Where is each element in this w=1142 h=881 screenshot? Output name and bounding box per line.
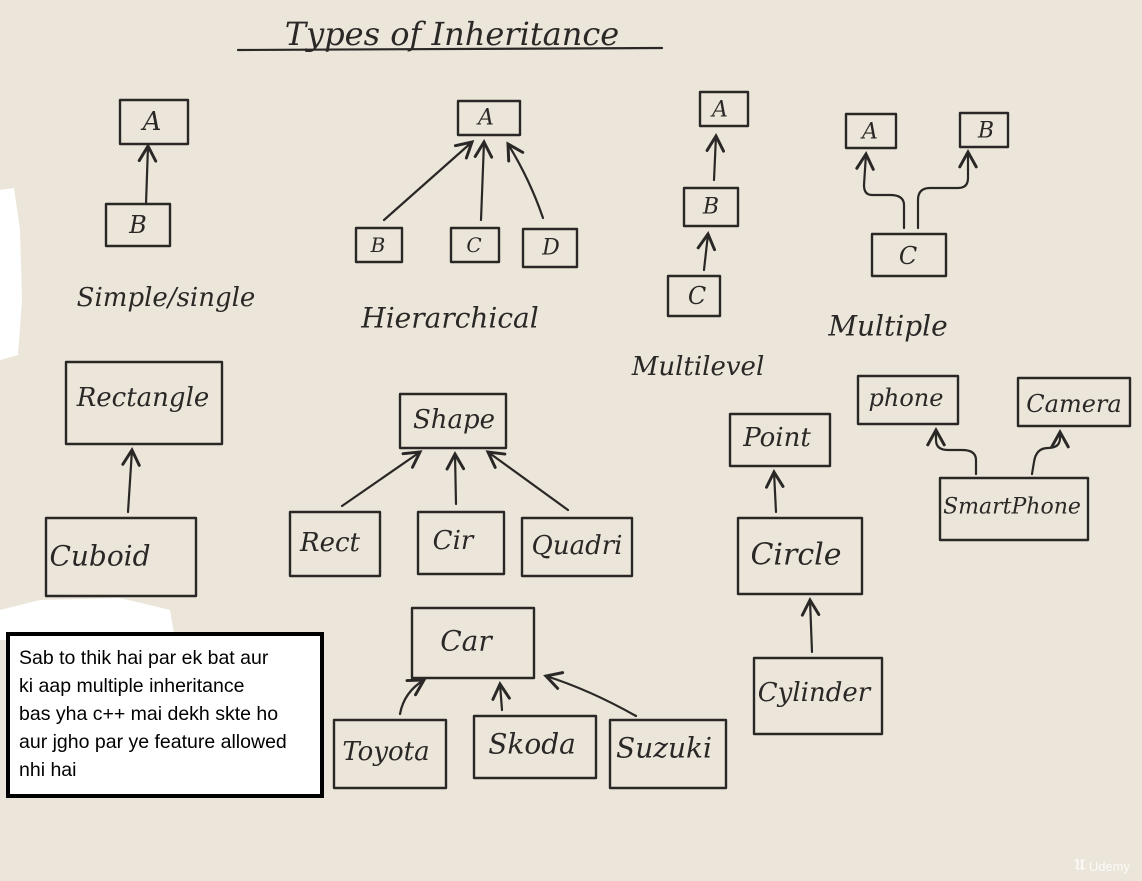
quadri-to-shape-arrow: [485, 450, 570, 512]
multilevel-box-b: [682, 186, 740, 228]
circle-label: Circle: [750, 538, 841, 573]
phone-box: [856, 374, 960, 426]
page-title: Types of Inheritance: [285, 15, 619, 53]
single-arrow: [137, 142, 158, 206]
single-box-b-label: B: [128, 211, 147, 239]
note-line-5: nhi hai: [19, 759, 77, 781]
camera-box: [1016, 376, 1132, 428]
hier-box-c: [449, 226, 501, 264]
multilevel-box-a-label: A: [710, 98, 728, 123]
toyota-label: Toyota: [342, 737, 429, 767]
left-white-patch: [0, 188, 22, 360]
cuboid-box: [44, 516, 198, 598]
hier-box-a-label: A: [476, 106, 494, 131]
note-line-3: bas yha c++ mai dekh skte ho: [19, 703, 279, 725]
suzuki-to-car-arrow: [543, 671, 638, 718]
shape-box: [398, 392, 508, 450]
single-box-b: [104, 202, 172, 248]
rectangle-label: Rectangle: [76, 383, 210, 413]
multiple-box-c: [870, 232, 948, 278]
multilevel-box-c-label: C: [688, 282, 706, 310]
hier-box-d: [521, 227, 579, 269]
hier-arrow-b: [382, 139, 475, 222]
toyota-box: [332, 718, 448, 790]
quadri-box: [520, 516, 634, 578]
multiple-arrow-c-b: [916, 148, 978, 230]
hier-arrow-d: [506, 141, 545, 220]
note-line-1: Sab to thik hai par ek bat aur: [19, 647, 269, 669]
multiple-box-c-label: C: [899, 242, 917, 270]
rect-box: [288, 510, 382, 578]
multilevel-box-b-label: B: [702, 195, 719, 220]
hier-caption: Hierarchical: [360, 302, 538, 335]
bottom-left-white-patch: [0, 598, 175, 640]
multiple-caption: Multiple: [827, 310, 947, 343]
cir-to-shape-arrow: [445, 450, 466, 506]
multiple-box-a-label: A: [860, 120, 878, 145]
toyota-to-car-arrow: [398, 678, 427, 716]
car-label: Car: [440, 625, 493, 658]
note-line-4: aur jgho par ye feature allowed: [19, 731, 287, 753]
note-line-2: ki aap multiple inheritance: [19, 675, 245, 697]
single-box-a-label: A: [141, 107, 162, 137]
single-caption: Simple/single: [77, 283, 256, 313]
cuboid-label: Cuboid: [49, 540, 150, 573]
smartphone-to-camera-arrow: [1030, 428, 1070, 476]
hier-box-a: [456, 99, 522, 137]
udemy-watermark-text: Udemy: [1088, 858, 1130, 874]
circle-to-point-arrow: [765, 468, 785, 514]
suzuki-label: Suzuki: [616, 732, 712, 765]
skoda-label: Skoda: [488, 728, 576, 761]
phone-label: phone: [869, 384, 944, 412]
smartphone-to-phone-arrow: [926, 426, 978, 476]
multilevel-arrow-c-b: [696, 230, 717, 272]
multiple-box-b: [958, 111, 1010, 149]
hier-box-d-label: D: [541, 236, 560, 261]
multiple-arrow-c-a: [855, 150, 906, 230]
multilevel-arrow-b-a: [705, 132, 726, 182]
title-underline: [236, 46, 664, 52]
suzuki-box: [608, 718, 728, 790]
car-box: [410, 606, 536, 680]
rect-label: Rect: [299, 528, 361, 558]
point-label: Point: [742, 423, 811, 453]
cuboid-to-rectangle-arrow: [121, 446, 141, 514]
quadri-label: Quadri: [532, 531, 623, 561]
camera-label: Camera: [1026, 390, 1121, 418]
rectangle-box: [64, 360, 224, 446]
multiple-box-b-label: B: [977, 119, 994, 144]
skoda-box: [472, 714, 598, 780]
point-box: [728, 412, 832, 468]
cylinder-to-circle-arrow: [800, 596, 821, 654]
cir-label: Cir: [433, 526, 475, 556]
smartphone-box: [938, 476, 1090, 542]
multilevel-box-c: [666, 274, 722, 318]
multilevel-box-a: [698, 90, 750, 128]
hier-box-c-label: C: [466, 233, 481, 257]
rect-to-shape-arrow: [340, 450, 423, 508]
multiple-box-a: [844, 112, 898, 150]
shape-label: Shape: [413, 405, 495, 435]
hier-box-b-label: B: [370, 233, 386, 257]
circle-box: [736, 516, 864, 596]
multilevel-caption: Multilevel: [631, 352, 765, 382]
smartphone-label: SmartPhone: [943, 495, 1081, 520]
cir-box: [416, 510, 506, 576]
comment-note-box: Sab to thik hai par ek bat aur ki aap mu…: [6, 632, 324, 798]
cylinder-box: [752, 656, 884, 736]
hier-arrow-c: [473, 138, 494, 222]
udemy-logo-icon: 𝔘: [1074, 857, 1085, 874]
udemy-watermark: 𝔘 Udemy: [1075, 857, 1130, 875]
hier-box-b: [354, 226, 404, 264]
skoda-to-car-arrow: [491, 680, 511, 712]
cylinder-label: Cylinder: [758, 678, 872, 708]
